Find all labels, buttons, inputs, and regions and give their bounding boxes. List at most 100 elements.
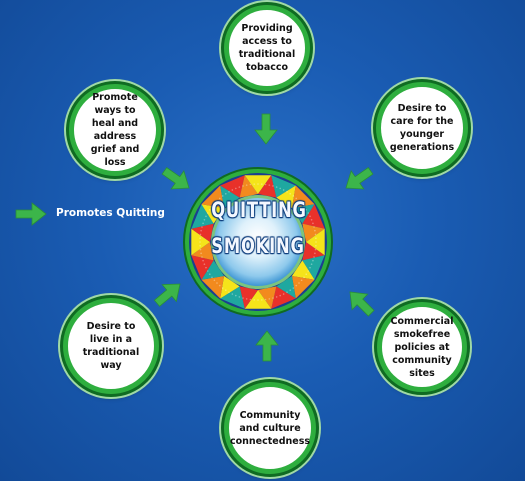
ring-bead-dot <box>249 298 252 301</box>
ring-bead-dot <box>211 276 213 279</box>
ring-bead-dot <box>298 282 300 284</box>
ring-bead-dot <box>206 270 209 272</box>
factor-node-bottom-left: Desire to live in a traditional way <box>63 298 159 394</box>
ring-bead-dot <box>264 183 267 186</box>
ring-bead-dot <box>305 208 308 211</box>
ring-bead-segment <box>302 242 325 261</box>
factor-text-top: Providing access to traditional tobacco <box>238 23 296 73</box>
ring-bead-segment <box>302 223 325 242</box>
ring-bead-dot <box>286 190 288 193</box>
ring-bead-segment <box>239 175 258 198</box>
arrow-bottom-right-icon <box>341 283 380 322</box>
factor-node-top-left: Promote ways to heal and address grief a… <box>69 84 161 176</box>
ring-bead-dot <box>218 197 221 200</box>
ring-bead-dot <box>257 183 259 185</box>
ring-bead-dot <box>202 259 204 262</box>
ring-bead-dot <box>268 298 271 300</box>
ring-bead-dot <box>312 222 314 225</box>
ring-bead-dot <box>307 212 310 214</box>
ring-bead-segment <box>201 275 225 299</box>
ring-bead-dot <box>268 184 271 186</box>
ring-bead-segment <box>276 275 296 299</box>
ring-bead-segment <box>220 275 240 299</box>
factor-text-top-right: Desire to care for the younger generatio… <box>389 103 455 153</box>
ring-bead-dot <box>309 215 311 218</box>
arrow-bottom-icon <box>255 330 279 362</box>
ring-bead-dot <box>200 229 202 232</box>
factor-node-top: Providing access to traditional tobacco <box>224 5 310 91</box>
ring-bead-dot <box>216 200 218 202</box>
ring-bead-dot <box>199 248 202 251</box>
ring-bead-segment <box>306 228 325 256</box>
factor-node-top-right: Desire to care for the younger generatio… <box>376 82 468 174</box>
ring-bead-dot <box>203 263 206 265</box>
ring-bead-dot <box>205 215 207 218</box>
ring-bead-dot <box>224 289 227 292</box>
ring-bead-dot <box>238 296 241 298</box>
ring-bead-segment <box>220 286 245 309</box>
ring-bead-segment <box>291 275 315 299</box>
ring-bead-dot <box>221 287 224 289</box>
ring-bead-dot <box>201 226 203 228</box>
ring-bead-dot <box>235 294 237 297</box>
ring-bead-dot <box>228 291 230 294</box>
ring-bead-dot <box>264 298 267 301</box>
ring-bead-dot <box>314 229 316 232</box>
ring-bead-dot <box>218 284 221 287</box>
arrow-top-right-icon <box>339 161 378 198</box>
ring-bead-dot <box>260 183 263 185</box>
ring-bead-segment <box>271 286 296 309</box>
arrow-bottom-left-icon <box>149 275 188 313</box>
factor-node-bottom: Community and culture connectedness <box>224 382 316 474</box>
ring-bead-segment <box>244 290 272 309</box>
ring-bead-segment <box>239 286 258 309</box>
arrow-top-icon <box>254 113 278 145</box>
ring-bead-segment <box>191 223 214 242</box>
ring-bead-dot <box>312 259 314 262</box>
ring-bead-dot <box>300 279 303 282</box>
legend-arrow-icon <box>15 202 47 226</box>
ring-bead-dot <box>279 294 281 297</box>
ring-bead-segment <box>302 204 325 229</box>
ring-bead-dot <box>289 289 292 292</box>
ring-bead-segment <box>220 185 240 209</box>
beaded-ring-icon <box>183 167 333 317</box>
ring-bead-dot <box>228 190 230 193</box>
ring-bead-dot <box>242 297 244 299</box>
ring-bead-dot <box>208 273 211 276</box>
ring-bead-dot <box>314 252 316 255</box>
ring-bead-dot <box>201 256 203 258</box>
factor-text-bottom-left: Desire to live in a traditional way <box>82 321 140 371</box>
factor-text-bottom-right: Commercial smokefree policies at communi… <box>390 315 454 379</box>
ring-bead-dot <box>199 233 202 236</box>
ring-bead-dot <box>298 200 300 202</box>
ring-bead-segment <box>191 255 214 280</box>
ring-bead-segment <box>258 175 277 198</box>
ring-bead-dot <box>315 244 317 247</box>
factor-text-bottom: Community and culture connectedness <box>229 409 311 447</box>
ring-bead-dot <box>224 192 227 195</box>
ring-bead-dot <box>208 208 211 211</box>
ring-bead-dot <box>313 226 315 228</box>
ring-bead-dot <box>221 195 224 197</box>
ring-bead-segment <box>201 185 225 209</box>
ring-bead-dot <box>253 183 256 185</box>
center-title-line-2: SMOKING <box>211 234 305 258</box>
ring-bead-dot <box>289 192 292 195</box>
factor-text-top-left: Promote ways to heal and address grief a… <box>90 92 140 168</box>
ring-bead-dot <box>315 237 317 240</box>
ring-bead-segment <box>258 286 277 309</box>
ring-bead-segment <box>201 204 225 224</box>
ring-bead-dot <box>295 197 298 200</box>
ring-bead-dot <box>275 296 278 298</box>
ring-bead-dot <box>315 241 317 243</box>
ring-bead-dot <box>242 185 244 187</box>
ring-bead-dot <box>282 189 285 191</box>
ring-bead-segment <box>191 204 214 229</box>
ring-bead-dot <box>257 299 259 301</box>
ring-bead-dot <box>260 299 263 301</box>
ring-bead-segment <box>291 204 315 224</box>
ring-bead-segment <box>191 228 210 256</box>
ring-bead-dot <box>292 287 295 289</box>
